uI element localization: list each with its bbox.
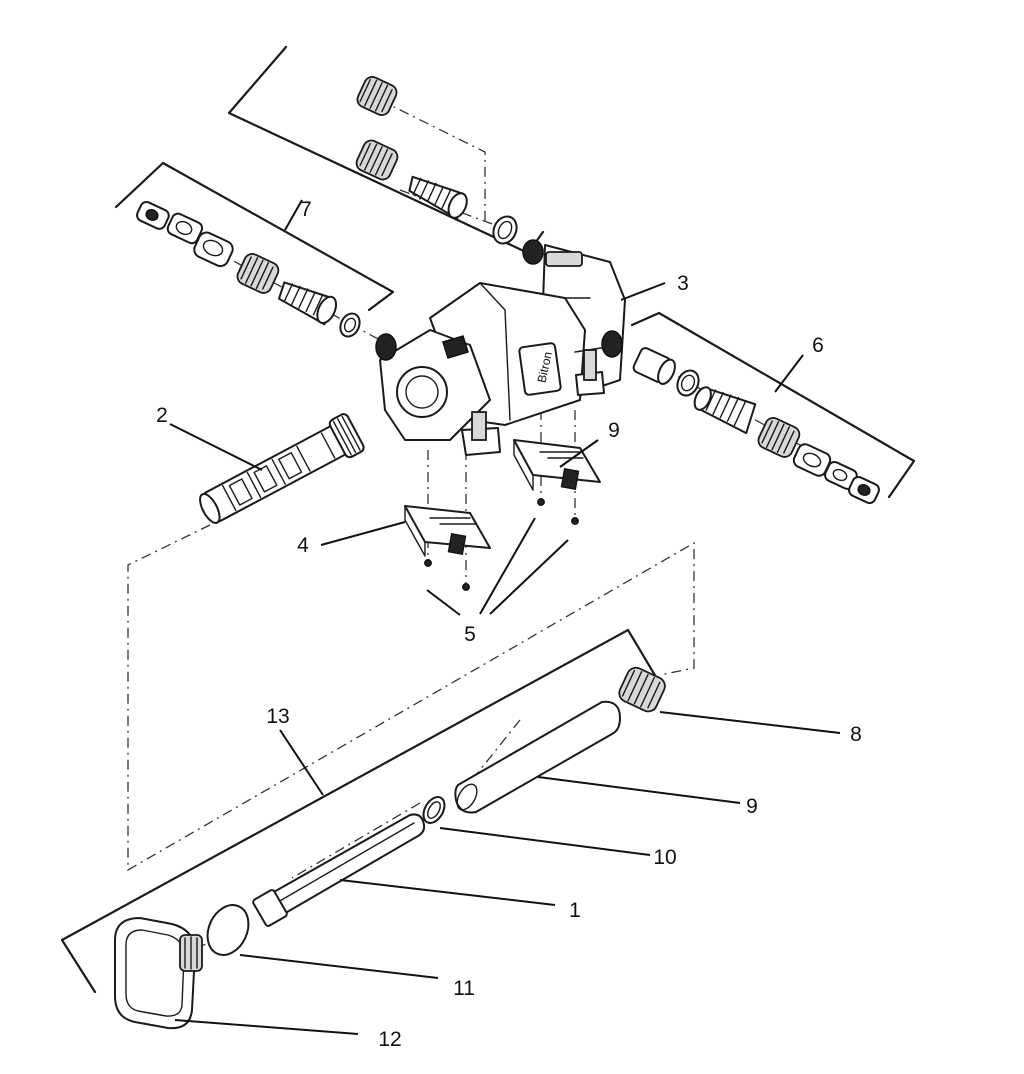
callout-11: 11 xyxy=(453,977,475,1000)
part-11-seal-ring xyxy=(206,904,250,956)
leader-lines xyxy=(169,199,841,1035)
part-4-clip xyxy=(404,505,491,557)
callout-7: 7 xyxy=(300,198,312,221)
part-12-end-cap xyxy=(114,917,203,1030)
callout-13: 13 xyxy=(266,705,289,728)
callout-9-upper: 9 xyxy=(608,419,620,442)
part-9-quartz-sleeve xyxy=(454,700,621,814)
part-10-o-ring xyxy=(422,796,446,824)
group-brackets xyxy=(60,45,916,994)
callout-1: 1 xyxy=(569,899,581,922)
callout-12: 12 xyxy=(378,1028,401,1051)
housing-body: Bitron xyxy=(375,239,626,456)
callout-3: 3 xyxy=(677,272,689,295)
fitting-set-6 xyxy=(632,347,880,505)
part-8-nut xyxy=(618,666,666,713)
callout-8: 8 xyxy=(850,723,862,746)
part-2-cage xyxy=(199,413,365,524)
brand-text: Bitron xyxy=(535,350,555,384)
brand-plate xyxy=(518,342,562,396)
callout-labels: 2 3 4 5 6 7 8 9 9 10 1 11 12 13 xyxy=(156,198,862,1051)
fitting-set-7 xyxy=(136,200,361,338)
callout-9-lower: 9 xyxy=(746,795,758,818)
part-5-screws xyxy=(424,498,579,591)
callout-10: 10 xyxy=(653,846,676,869)
callout-4: 4 xyxy=(297,534,309,557)
part-1-uv-lamp xyxy=(252,813,426,927)
callout-6: 6 xyxy=(812,334,824,357)
part-9-clip-upper xyxy=(513,439,601,491)
callout-5: 5 xyxy=(464,623,476,646)
callout-2: 2 xyxy=(156,404,168,427)
upper-fitting-set xyxy=(355,76,518,245)
